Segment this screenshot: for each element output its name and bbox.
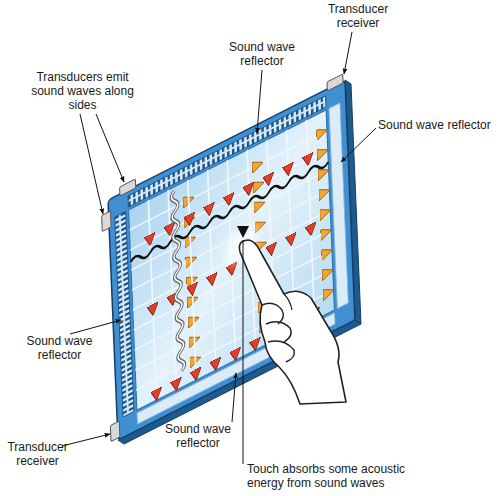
callout-label: Touch absorbs some acoustic energy from … xyxy=(247,462,437,490)
finger-line xyxy=(284,294,292,310)
callout-label: Transducer receiver xyxy=(0,440,75,468)
wave-path xyxy=(148,200,156,395)
panel-frame xyxy=(108,80,355,440)
finger-line xyxy=(262,303,283,324)
leader-line xyxy=(243,240,244,464)
leader-line xyxy=(80,114,103,214)
touch-pointer xyxy=(237,226,249,238)
finger-line xyxy=(266,322,291,342)
callout-label: Sound wave reflector xyxy=(378,118,498,132)
leader-line xyxy=(62,434,110,446)
sound-wave xyxy=(171,190,184,373)
leader-line xyxy=(232,373,236,422)
callout-label: Transducer receiver xyxy=(318,2,398,30)
transducer xyxy=(120,179,136,196)
wave-path xyxy=(208,170,216,365)
callout-label: Transducers emit sound waves along sides xyxy=(30,70,135,112)
leader-line xyxy=(341,128,376,162)
finger-line xyxy=(268,341,294,362)
wave-path xyxy=(306,120,314,315)
transducer xyxy=(102,211,112,232)
sound-wave xyxy=(131,159,329,265)
callout-label: Sound wave reflector xyxy=(158,422,238,450)
panel xyxy=(101,73,355,444)
transducer xyxy=(110,421,120,442)
leader-line xyxy=(344,32,352,74)
wave-path xyxy=(188,180,196,375)
sound-wave-reflector xyxy=(115,212,134,418)
transducer xyxy=(327,74,343,91)
hand xyxy=(239,240,346,404)
leader-line xyxy=(96,114,124,182)
sound-wave-reflector xyxy=(329,103,348,309)
sound-wave-reflector xyxy=(128,96,326,207)
wave-path xyxy=(129,133,322,231)
sound-wave xyxy=(171,190,184,373)
wave-path xyxy=(132,193,325,291)
callout-label: Sound wave reflector xyxy=(22,334,97,362)
leader-line xyxy=(257,70,262,133)
callout-label: Sound wave reflector xyxy=(222,40,302,68)
leader-line xyxy=(70,320,121,334)
